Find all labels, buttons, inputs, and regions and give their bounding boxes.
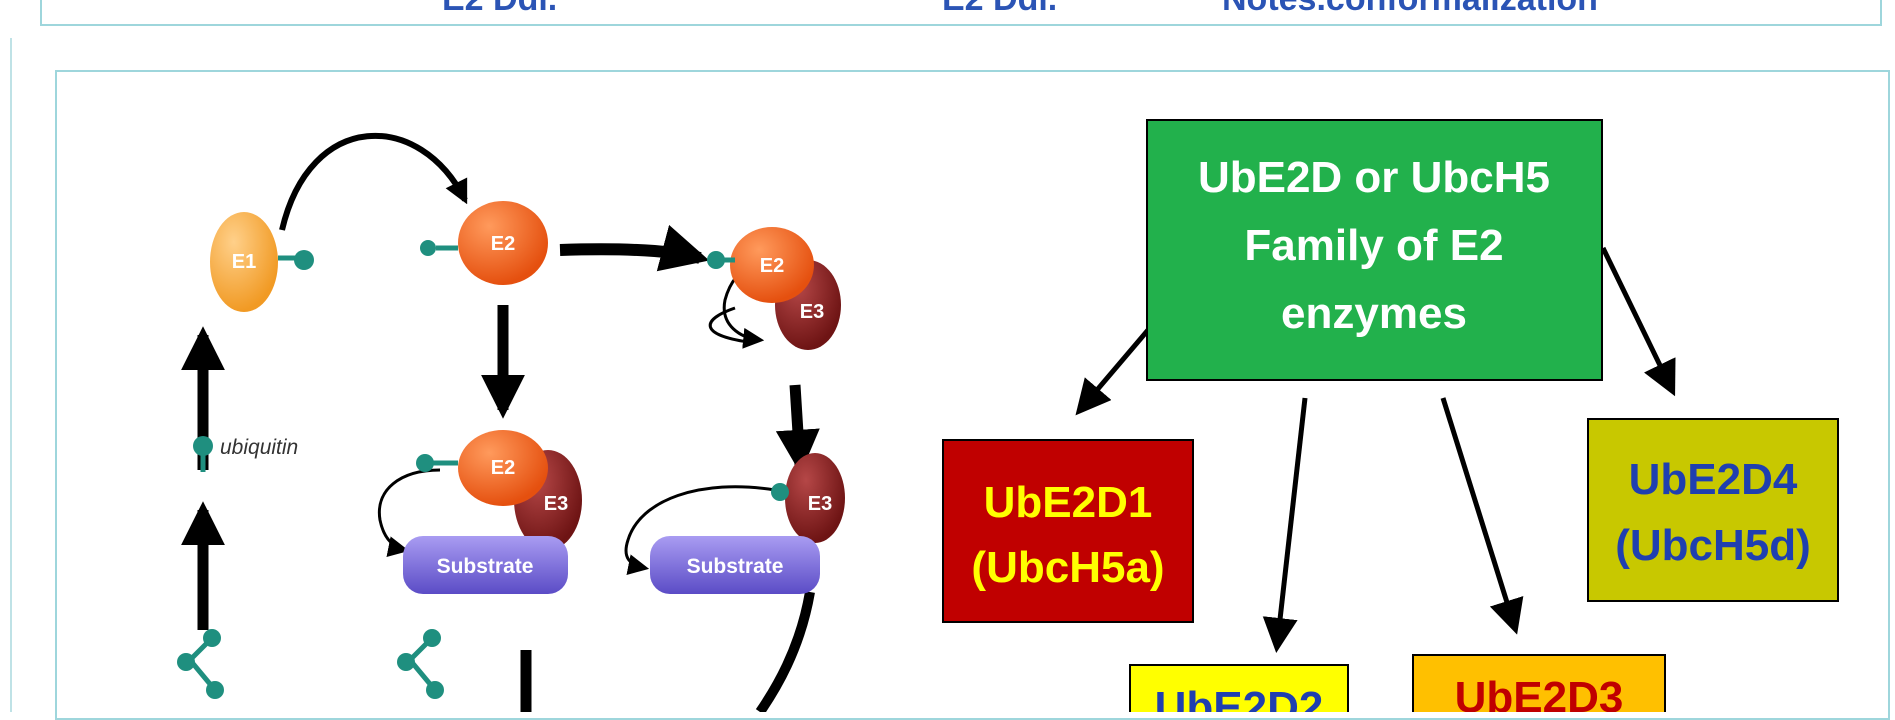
- ube2d4-name: UbE2D4: [1629, 455, 1798, 504]
- ube2d2-name: UbE2D2: [1155, 683, 1324, 712]
- mid-ubiquitin-icon: [416, 454, 434, 472]
- e2-label-complex: E2: [760, 255, 784, 277]
- header-fragment-2: E2 Ddl.: [942, 0, 1057, 19]
- family-root-box: [1146, 119, 1603, 381]
- e1-ubiquitin-icon: [294, 250, 314, 270]
- e3-label-right: E3: [808, 493, 832, 515]
- polyubiquitin-chain-2: [397, 629, 444, 699]
- root-to-d3-arrow: [1440, 397, 1524, 635]
- ube2d1-box: [942, 439, 1194, 623]
- ube2d3-name: UbE2D3: [1455, 673, 1624, 712]
- left-divider: [10, 38, 12, 712]
- ube2d2-box: [1129, 664, 1349, 712]
- e2-label-mid: E2: [491, 457, 515, 479]
- substrate-mid: [403, 536, 568, 594]
- family-root-line-1: UbE2D or UbcH5: [1198, 153, 1550, 202]
- ube2d3-box: [1412, 654, 1666, 712]
- ube2d4-alias: (UbcH5d): [1615, 521, 1811, 570]
- e2-label-top: E2: [491, 233, 515, 255]
- ube2d1-name: UbE2D1: [984, 478, 1153, 527]
- substrate-label-mid: Substrate: [437, 555, 534, 578]
- e2-enzyme-complex: [730, 227, 814, 303]
- e1-label: E1: [232, 251, 256, 273]
- e2-enzyme-top: [458, 201, 548, 285]
- e3-down-arrow: [775, 384, 820, 474]
- e3-label-mid: E3: [544, 493, 568, 515]
- e2-enzyme-mid: [458, 430, 548, 506]
- ubiquitin-cascade: E1 E2 E3 E2 ubiquitin E3 E2 Substrate E3: [177, 132, 845, 712]
- ube2d-family-tree: UbE2D or UbcH5 Family of E2 enzymes UbE2…: [942, 119, 1839, 712]
- substrate-label-right: Substrate: [687, 555, 784, 578]
- family-root-line-2: Family of E2: [1244, 221, 1503, 270]
- family-root-line-3: enzymes: [1281, 289, 1467, 338]
- header-fragment-1: E2 Ddl.: [442, 0, 557, 19]
- root-to-d4-arrow: [1600, 246, 1676, 397]
- polyubiquitin-chain-1: [177, 629, 224, 699]
- substrate-loop-1: [377, 468, 441, 557]
- ube2d1-alias: (UbcH5a): [971, 543, 1164, 592]
- e3-label-top: E3: [800, 301, 824, 323]
- root-to-d2-arrow: [1262, 397, 1308, 653]
- e2-to-e3-arrow: [559, 224, 710, 272]
- e2-e3-transfer-tail: [708, 306, 749, 344]
- header-fragment-3: Notes.conformalization: [1222, 0, 1598, 19]
- e3-enzyme-right: [785, 453, 845, 543]
- e2-ubiquitin-icon: [420, 240, 436, 256]
- substrate-right: [650, 536, 820, 594]
- ube2d4-box: [1587, 418, 1839, 602]
- root-to-d1-arrow: [1075, 328, 1150, 416]
- substrate-curve-arrow: [755, 591, 815, 712]
- complex-ubiquitin-icon: [707, 251, 725, 269]
- free-ubiquitin-icon: [193, 436, 213, 456]
- e1-enzyme: [210, 212, 278, 312]
- e1-to-e2-arrow: [279, 132, 468, 231]
- right-ubiquitin-icon: [771, 483, 789, 501]
- substrate-loop-2: [624, 485, 776, 575]
- ubiquitin-label: ubiquitin: [220, 436, 298, 459]
- header-strip: E2 Ddl. E2 Ddl. Notes.conformalization: [40, 0, 1882, 26]
